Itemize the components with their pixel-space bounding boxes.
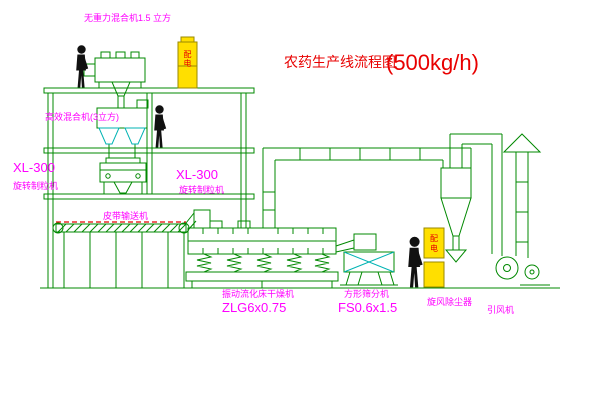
fluid-bed-dryer-machine — [185, 220, 355, 288]
label-dryer-model: ZLG6x0.75 — [222, 300, 286, 315]
granulator-machine — [99, 157, 147, 194]
dryer-outlet-chute — [335, 239, 355, 253]
label-granulator-left-name: 旋转制粒机 — [13, 180, 58, 191]
title-capacity: (500kg/h) — [386, 50, 479, 75]
belt-conveyor-machine — [52, 221, 190, 288]
mixer-hoppers — [98, 127, 146, 145]
label-granulator-left-model: XL-300 — [13, 160, 55, 175]
worker-mid-floor — [154, 105, 167, 148]
cabinet-upper-cap — [180, 36, 195, 43]
label-cyclone: 旋风除尘器 — [427, 296, 472, 307]
label-sifter-name: 方形筛分机 — [344, 288, 389, 299]
cabinet-right-text-1: 配 — [430, 234, 438, 243]
cyclone-discharge-flap — [444, 249, 468, 263]
dryer-springs — [196, 253, 331, 273]
cabinet-upper-text-2: 电 — [184, 58, 192, 68]
cabinet-upper-text-1: 配 — [184, 50, 192, 59]
fan-scroll — [495, 256, 519, 280]
exhaust-duct — [262, 147, 472, 228]
title-text: 农药生产线流程图 — [284, 54, 396, 70]
worker-ground — [408, 236, 423, 288]
label-belt-conveyor: 皮带输送机 — [103, 210, 148, 221]
label-dryer-name: 振动流化床干燥机 — [222, 288, 294, 299]
worker-top-floor — [76, 45, 89, 88]
cabinet-right-upper — [423, 227, 445, 259]
drawing-title: 农药生产线流程图 (500kg/h) — [284, 50, 479, 75]
label-granulator-right-name: 旋转制粒机 — [179, 184, 224, 195]
dryer-feed-inlet — [185, 209, 211, 230]
label-gravity-mixer: 无重力混合机1.5 立方 — [84, 12, 171, 23]
fan-motor — [524, 264, 540, 280]
stack-rain-cap — [502, 133, 542, 153]
label-granulator-right-model: XL-300 — [176, 167, 218, 182]
high-efficiency-mixer-machine — [96, 99, 149, 158]
equipment-labels: 无重力混合机1.5 立方 高效混合机(3立方) XL-300 旋转制粒机 XL-… — [13, 12, 514, 315]
cabinet-right-text-2: 电 — [430, 243, 438, 253]
control-cabinet-right: 配 电 — [423, 227, 445, 288]
sifter-cross-brace — [343, 251, 395, 273]
cabinet-right-lower — [423, 261, 445, 288]
control-cabinet-upper: 配 电 — [177, 36, 198, 89]
exhaust-stack — [515, 152, 529, 258]
square-sifter-machine — [340, 233, 398, 286]
induced-draft-fan — [495, 133, 550, 286]
label-high-mixer: 高效混合机(3立方) — [45, 111, 119, 122]
gravity-mixer-machine — [83, 51, 146, 108]
label-fan: 引风机 — [487, 304, 514, 315]
label-sifter-model: FS0.6x1.5 — [338, 300, 397, 315]
cyclone-separator — [440, 133, 503, 263]
